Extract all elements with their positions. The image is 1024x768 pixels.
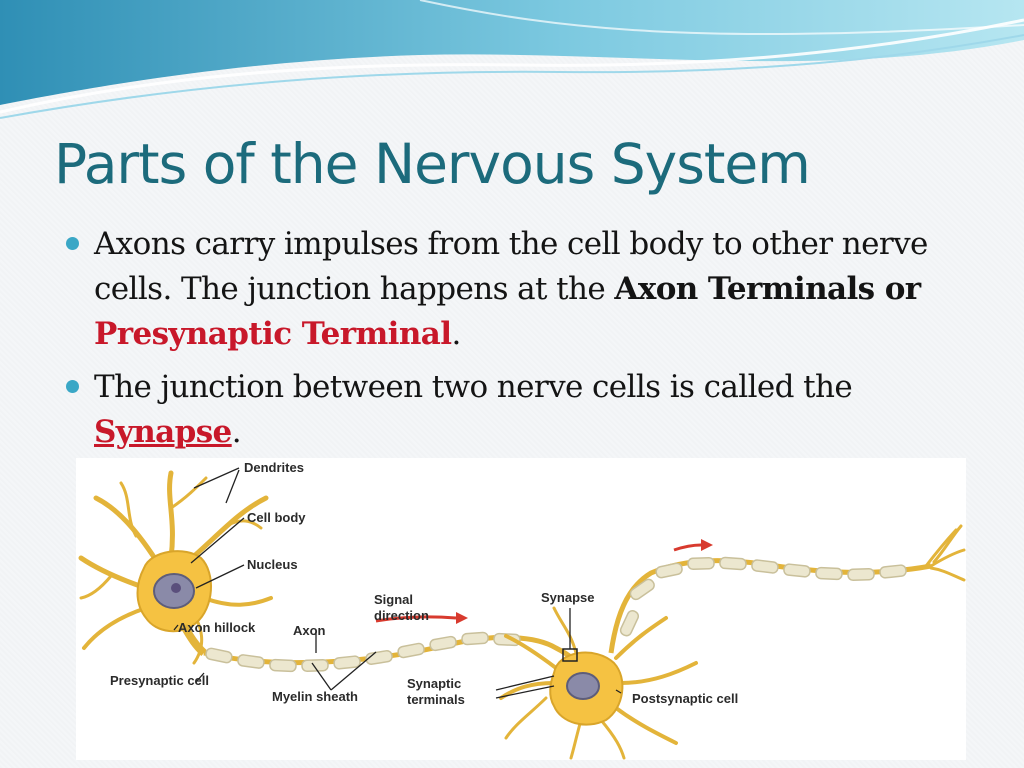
label-axon: Axon (293, 623, 326, 638)
label-presynaptic-cell: Presynaptic cell (110, 673, 209, 688)
neuron-diagram: Dendrites Cell body Nucleus Axon hillock… (76, 458, 966, 760)
label-dendrites: Dendrites (244, 460, 304, 475)
myelin-sheath-segments (205, 631, 521, 673)
bullet-text: Axons carry impulses from the cell body … (94, 226, 928, 307)
label-synaptic-terminals-line1: Synaptic (407, 676, 461, 691)
bullet-list: Axons carry impulses from the cell body … (62, 222, 982, 455)
bullet-end: . (451, 316, 461, 352)
label-myelin-sheath: Myelin sheath (272, 689, 358, 704)
bullet-item-axons: Axons carry impulses from the cell body … (62, 222, 982, 357)
red-term-synapse: Synapse (94, 414, 232, 450)
label-cell-body: Cell body (247, 510, 306, 525)
red-term-presynaptic-terminal: Presynaptic Terminal (94, 316, 452, 352)
signal-arrowhead (456, 612, 468, 624)
label-synapse: Synapse (541, 590, 594, 605)
signal-direction-arrow (375, 615, 457, 623)
label-signal-direction-line1: Signal (374, 592, 413, 607)
label-signal-direction-line2: direction (374, 608, 429, 623)
signal-arrowhead-2 (701, 539, 713, 551)
slide-title: Parts of the Nervous System (54, 132, 811, 196)
signal-direction-arrow-2 (673, 543, 702, 552)
postsynaptic-nucleus (566, 672, 600, 700)
bullet-item-synapse: The junction between two nerve cells is … (62, 365, 982, 455)
postsynaptic-myelin-segments (619, 556, 907, 637)
bullet-dot-icon (66, 380, 79, 393)
label-postsynaptic-cell: Postsynaptic cell (632, 691, 738, 706)
leader-lines (173, 467, 622, 699)
label-axon-hillock: Axon hillock (178, 620, 256, 635)
bullet-dot-icon (66, 237, 79, 250)
label-nucleus: Nucleus (247, 557, 298, 572)
label-synaptic-terminals-line2: terminals (407, 692, 465, 707)
bold-term-axon-terminals: Axon Terminals or (614, 271, 921, 307)
bullet-end: . (231, 414, 242, 450)
bullet-text: The junction between two nerve cells is … (94, 369, 853, 405)
axon-terminals (924, 524, 966, 582)
axon-hillock (180, 623, 207, 657)
wave-banner (0, 0, 1024, 119)
nucleolus (171, 583, 181, 593)
